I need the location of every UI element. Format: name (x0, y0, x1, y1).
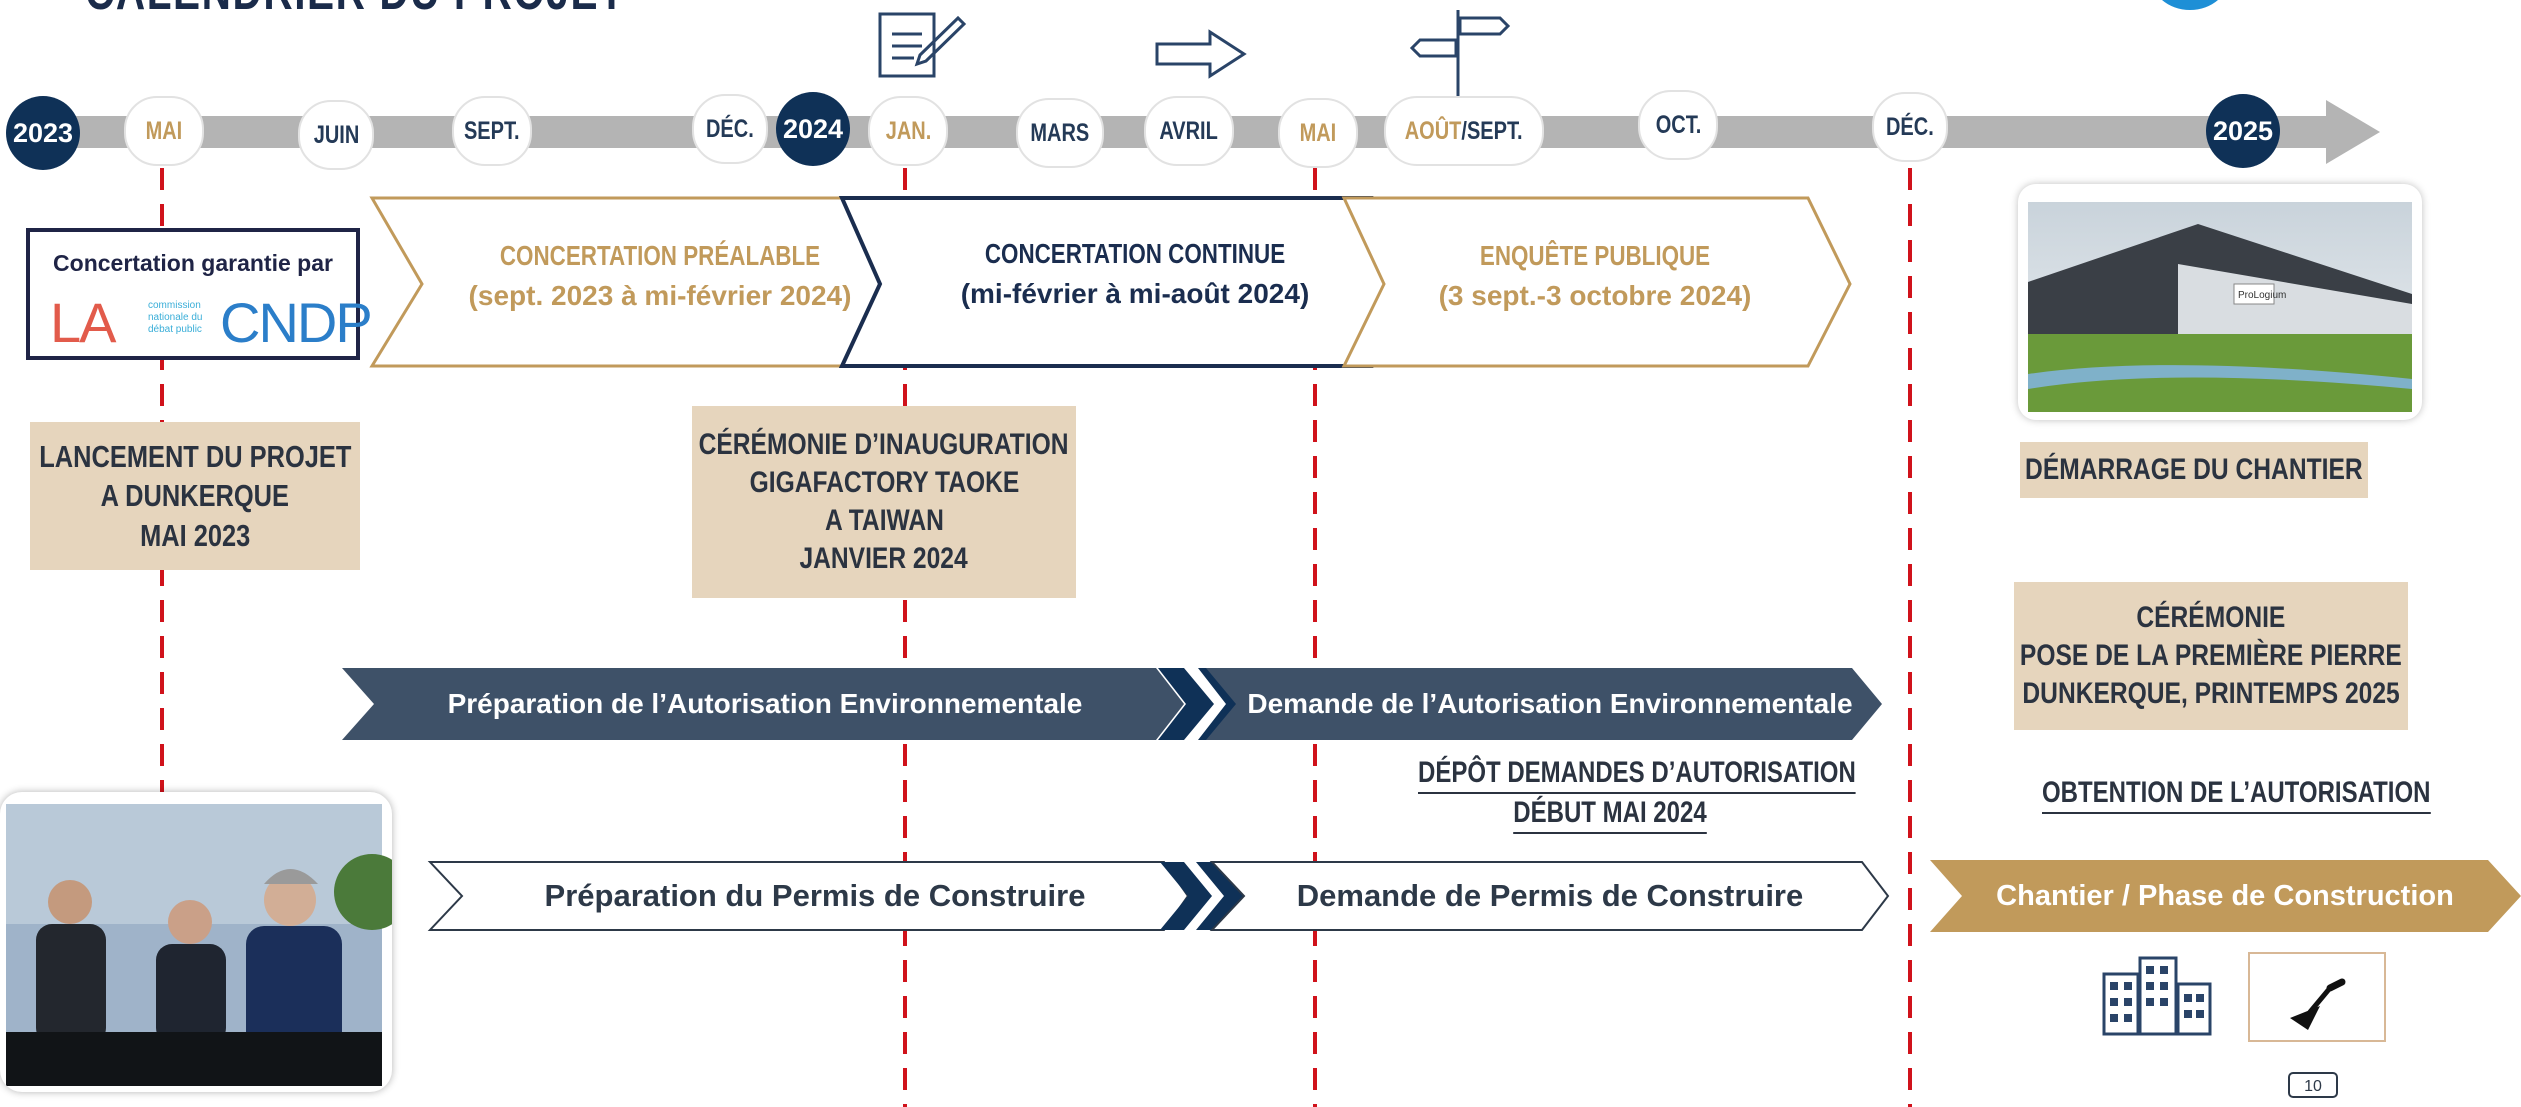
permit-request-label: Demande de Permis de Construire (1296, 878, 1804, 913)
factory-rendering: ProLogium (2018, 184, 2422, 420)
env-prep-arrow (342, 668, 1184, 740)
month-mars-2024: MARS (1016, 98, 1104, 168)
construction-label: Chantier / Phase de Construction (1996, 880, 2454, 912)
month-dec-2024: DÉC. (1872, 92, 1948, 162)
month-may-2024: MAI (1278, 98, 1358, 168)
phase-1-title: CONCERTATION PRÉALABLE (499, 240, 821, 271)
deposit-label: DÉPÔT DEMANDES D’AUTORISATION DÉBUT MAI … (1370, 756, 1856, 834)
factory-sign: ProLogium (2238, 290, 2286, 301)
trowel-icon-box (2248, 952, 2386, 1042)
cndp-logo-cndp: CNDP (220, 291, 373, 354)
factory-rendering-image: ProLogium (2028, 202, 2412, 412)
page-number: 10 (2288, 1072, 2338, 1098)
permit-prep-label: Préparation du Permis de Construire (544, 878, 1086, 913)
month-sept-label: /SEPT. (1461, 116, 1523, 145)
buildings-icon (2102, 956, 2212, 1036)
year-2025: 2025 (2206, 94, 2280, 168)
phase-2-dates: (mi-février à mi-août 2024) (960, 278, 1310, 309)
phase-2-title: CONCERTATION CONTINUE (984, 238, 1286, 269)
cndp-logo-la: LA (50, 291, 116, 354)
month-may-2023: MAI (124, 96, 204, 166)
env-double-chevron-1 (1158, 668, 1214, 740)
month-sept-2023: SEPT. (452, 96, 532, 166)
month-aug-sept-2024: AOÛT/SEPT. (1384, 96, 1544, 166)
phase-1-dates: (sept. 2023 à mi-février 2024) (468, 280, 852, 311)
env-request-arrow (1206, 668, 1882, 740)
permit-double-chevron-2 (1196, 862, 1248, 930)
brand-logo (2150, 0, 2230, 10)
construction-arrow (1930, 860, 2521, 932)
authorization-label: OBTENTION DE L’AUTORISATION (2000, 776, 2431, 814)
phase-3-dates: (3 sept.-3 octobre 2024) (1438, 280, 1752, 311)
arrow-right-icon (1155, 29, 1247, 79)
month-june-2023: JUIN (298, 100, 374, 170)
document-edit-icon (878, 12, 967, 78)
year-2023: 2023 (6, 96, 80, 170)
page-title: CALENDRIER DU PROJET (85, 0, 626, 22)
month-oct-2024: OCT. (1638, 90, 1718, 160)
cndp-heading: Concertation garantie par (53, 250, 333, 276)
env-prep-label: Préparation de l’Autorisation Environnem… (447, 688, 1083, 719)
month-dec-2023: DÉC. (692, 94, 768, 164)
year-2024: 2024 (776, 92, 850, 166)
chevron-enquete-publique (1341, 196, 1852, 368)
ceremony-photo (0, 792, 392, 1092)
permit-request-arrow (1209, 861, 1890, 931)
signpost-icon (1409, 10, 1511, 104)
permit-double-chevron-1 (1160, 862, 1212, 930)
phase-3-title: ENQUÊTE PUBLIQUE (1479, 240, 1711, 271)
phase-3-text: ENQUÊTE PUBLIQUE (3 sept.-3 octobre 2024… (1390, 240, 1800, 312)
trowel-icon (2290, 978, 2346, 1030)
env-double-chevron-2 (1198, 668, 1254, 740)
ceremony-photo-image (6, 804, 392, 1086)
month-jan-2024: JAN. (868, 96, 948, 166)
month-april-2024: AVRIL (1144, 96, 1234, 166)
env-request-label: Demande de l’Autorisation Environnementa… (1247, 688, 1853, 719)
month-aug-label: AOÛT (1405, 116, 1462, 145)
event-site-start: DÉMARRAGE DU CHANTIER (2020, 442, 2368, 498)
phase-2-text: CONCERTATION CONTINUE (mi-février à mi-a… (910, 238, 1360, 310)
phase-1-text: CONCERTATION PRÉALABLE (sept. 2023 à mi-… (440, 240, 880, 312)
timeline-arrow-head (2326, 100, 2380, 164)
